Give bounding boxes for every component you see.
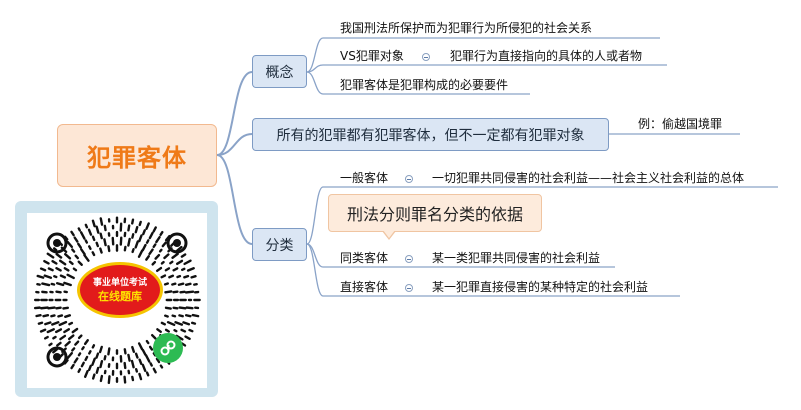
qr-badge-line1: 事业单位考试 [92, 277, 147, 288]
class-item-general-detail[interactable]: 一切犯罪共同侵害的社会利益——社会主义社会利益的总体 [432, 171, 745, 185]
topic-concept[interactable]: 概念 [252, 55, 307, 88]
class-item-same-kind[interactable]: 同类客体 [340, 251, 389, 265]
class-item-same-kind-detail[interactable]: 某一类犯罪共同侵害的社会利益 [432, 251, 601, 265]
collapse-icon[interactable] [405, 175, 413, 183]
class-item-direct[interactable]: 直接客体 [340, 280, 389, 294]
root-topic[interactable]: 犯罪客体 [57, 124, 217, 187]
topic-object[interactable]: 所有的犯罪都有犯罪客体，但不一定都有犯罪对象 [252, 118, 609, 151]
collapse-icon[interactable] [422, 53, 430, 61]
object-example[interactable]: 例：偷越国境罪 [638, 117, 723, 131]
topic-classification[interactable]: 分类 [252, 228, 307, 261]
collapse-icon[interactable] [405, 284, 413, 292]
class-item-general[interactable]: 一般客体 [340, 171, 389, 185]
qr-badge-line2: 在线题库 [98, 289, 142, 303]
concept-item-requirement[interactable]: 犯罪客体是犯罪构成的必要要件 [340, 78, 509, 92]
callout-tail-fill [383, 230, 395, 238]
mini-program-icon [153, 333, 183, 363]
class-item-direct-detail[interactable]: 某一犯罪直接侵害的某种特定的社会利益 [432, 280, 649, 294]
qr-badge: 事业单位考试 在线题库 [77, 262, 163, 318]
collapse-icon[interactable] [405, 255, 413, 263]
callout-note[interactable]: 刑法分则罪名分类的依据 [328, 194, 542, 232]
concept-item-vs-object-detail[interactable]: 犯罪行为直接指向的具体的人或者物 [450, 49, 643, 63]
concept-item-definition[interactable]: 我国刑法所保护而为犯罪行为所侵犯的社会关系 [340, 21, 593, 35]
concept-item-vs-object[interactable]: VS犯罪对象 [340, 49, 404, 63]
